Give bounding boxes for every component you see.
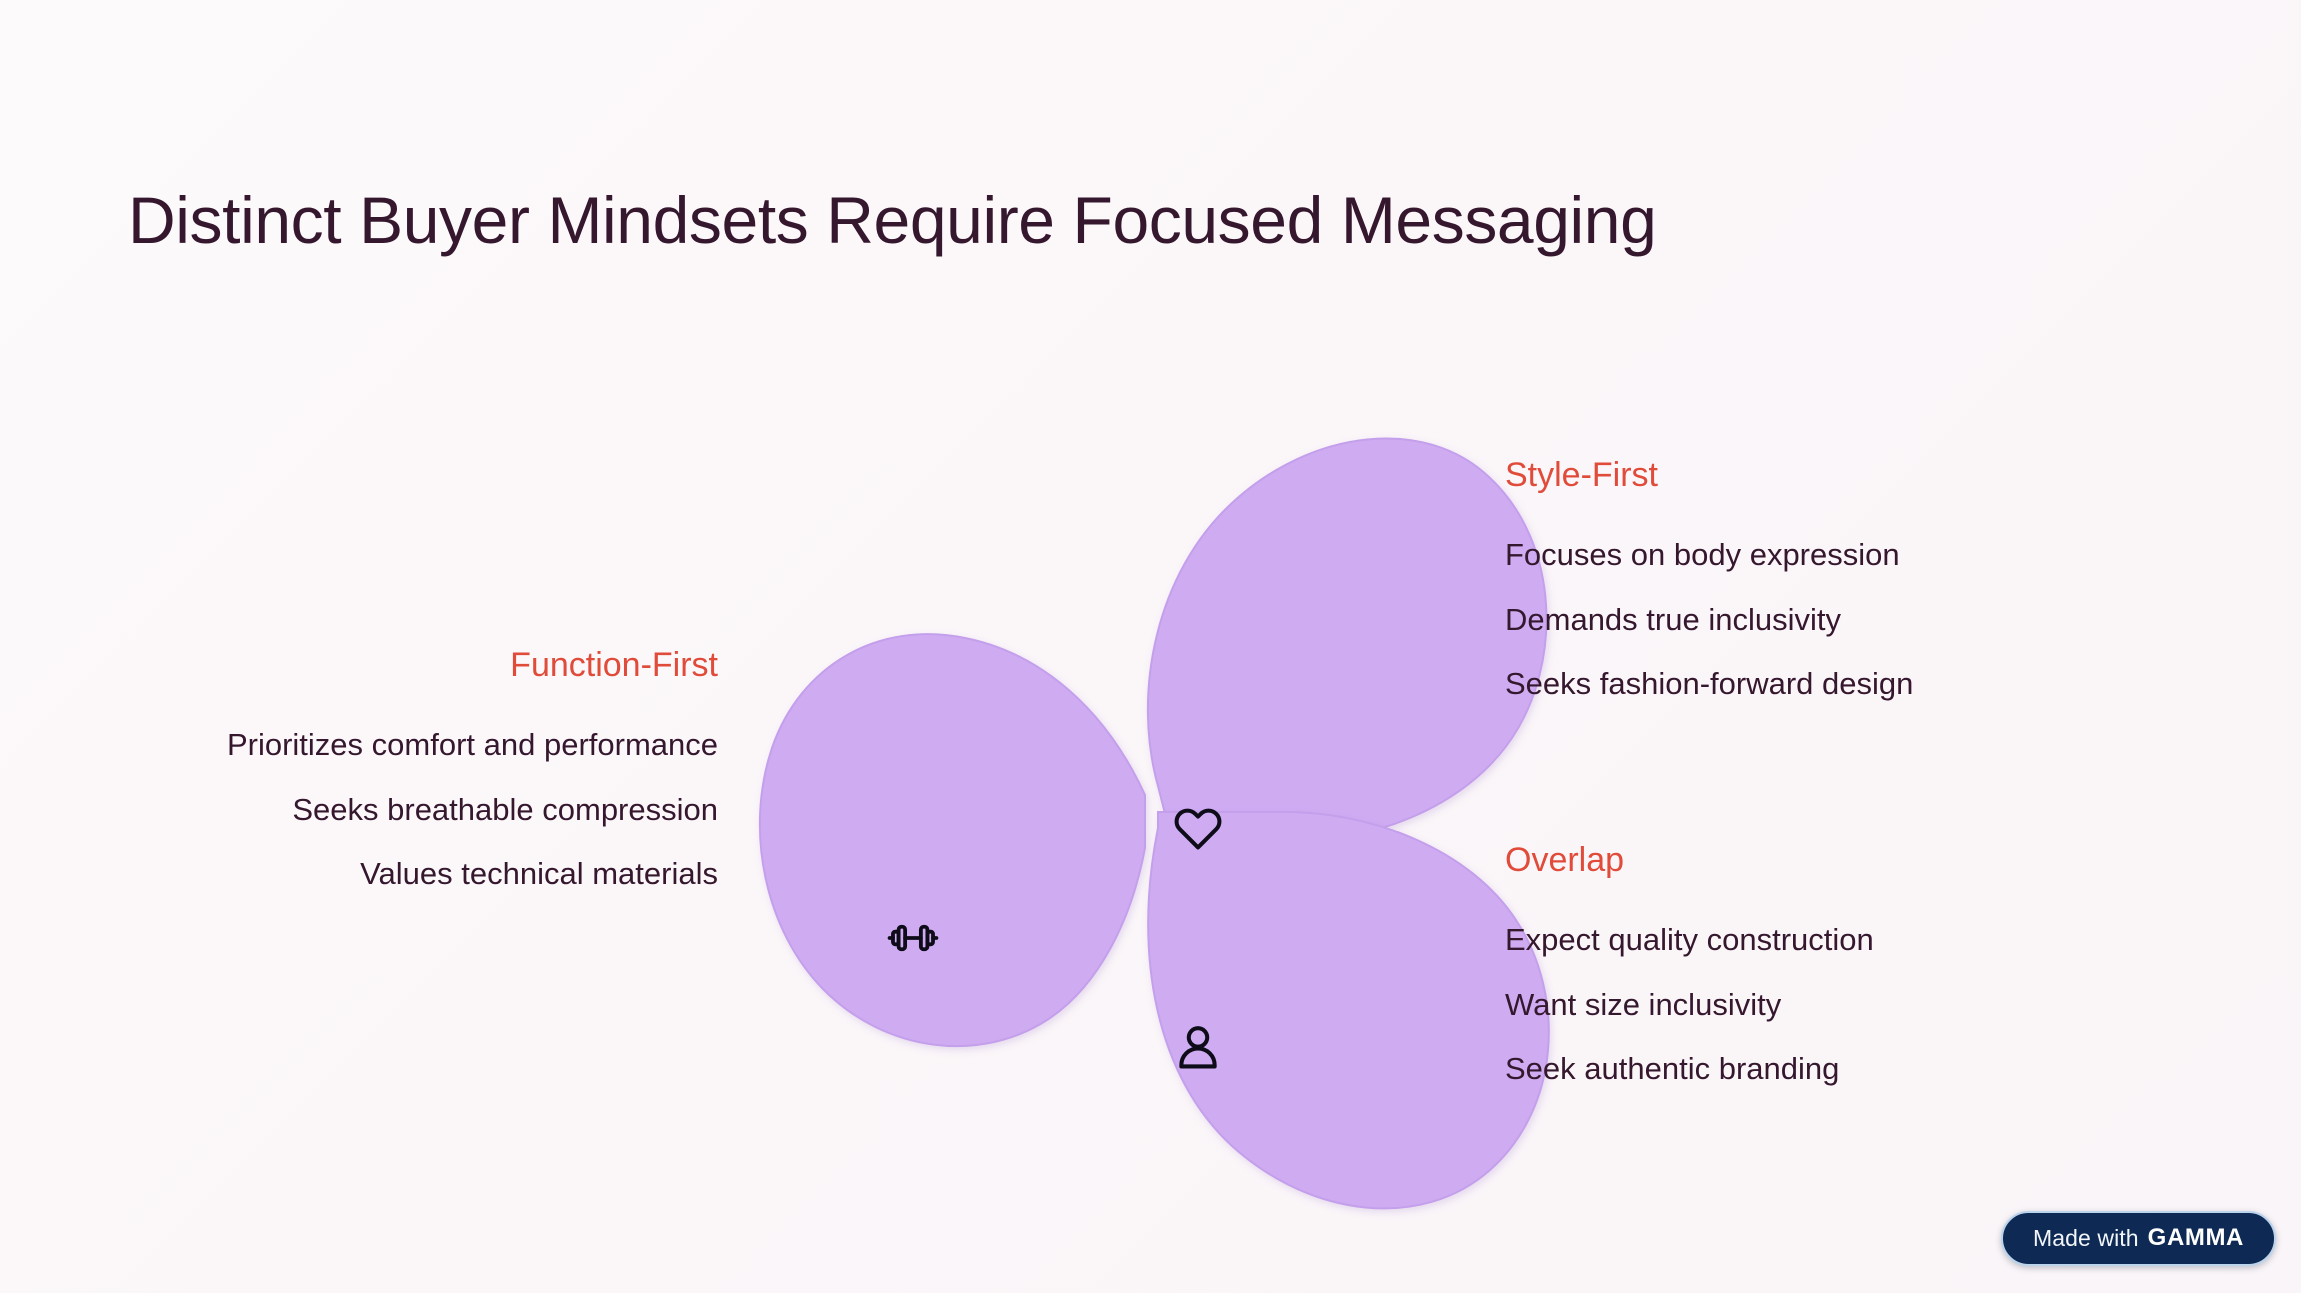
group-overlap: Overlap Expect quality construction Want… <box>1505 840 1874 1115</box>
petal-style-first[interactable] <box>1146 437 1548 844</box>
group-item: Expect quality construction <box>1505 921 1874 957</box>
group-item: Want size inclusivity <box>1505 986 1782 1022</box>
group-item: Seek authentic branding <box>1505 1051 1840 1087</box>
group-style-first: Style-First Focuses on body expression D… <box>1505 455 1913 730</box>
page-title: Distinct Buyer Mindsets Require Focused … <box>128 183 1657 258</box>
group-heading-overlap: Overlap <box>1505 841 1625 879</box>
group-heading-style-first: Style-First <box>1505 456 1658 494</box>
badge-prefix-label: Made with <box>2032 1224 2139 1251</box>
group-item: Demands true inclusivity <box>1505 601 1841 637</box>
made-with-gamma-badge[interactable]: Made with GAMMA <box>2000 1211 2276 1266</box>
three-petal-diagram <box>758 408 1550 1210</box>
group-item: Seeks breathable compression <box>292 791 718 827</box>
dumbbell-icon <box>886 911 940 965</box>
group-item: Seeks fashion-forward design <box>1505 666 1914 702</box>
person-icon <box>1171 1021 1225 1075</box>
petal-overlap[interactable] <box>1147 810 1550 1210</box>
group-item: Focuses on body expression <box>1505 536 1900 572</box>
petal-function-first[interactable] <box>758 633 1146 1048</box>
heart-icon <box>1171 802 1225 856</box>
group-function-first: Function-First Prioritizes comfort and p… <box>60 645 718 920</box>
group-item: Prioritizes comfort and performance <box>226 726 718 762</box>
group-heading-function-first: Function-First <box>510 646 718 684</box>
gamma-wordmark: GAMMA <box>2147 1224 2244 1251</box>
group-item: Values technical materials <box>360 856 718 892</box>
